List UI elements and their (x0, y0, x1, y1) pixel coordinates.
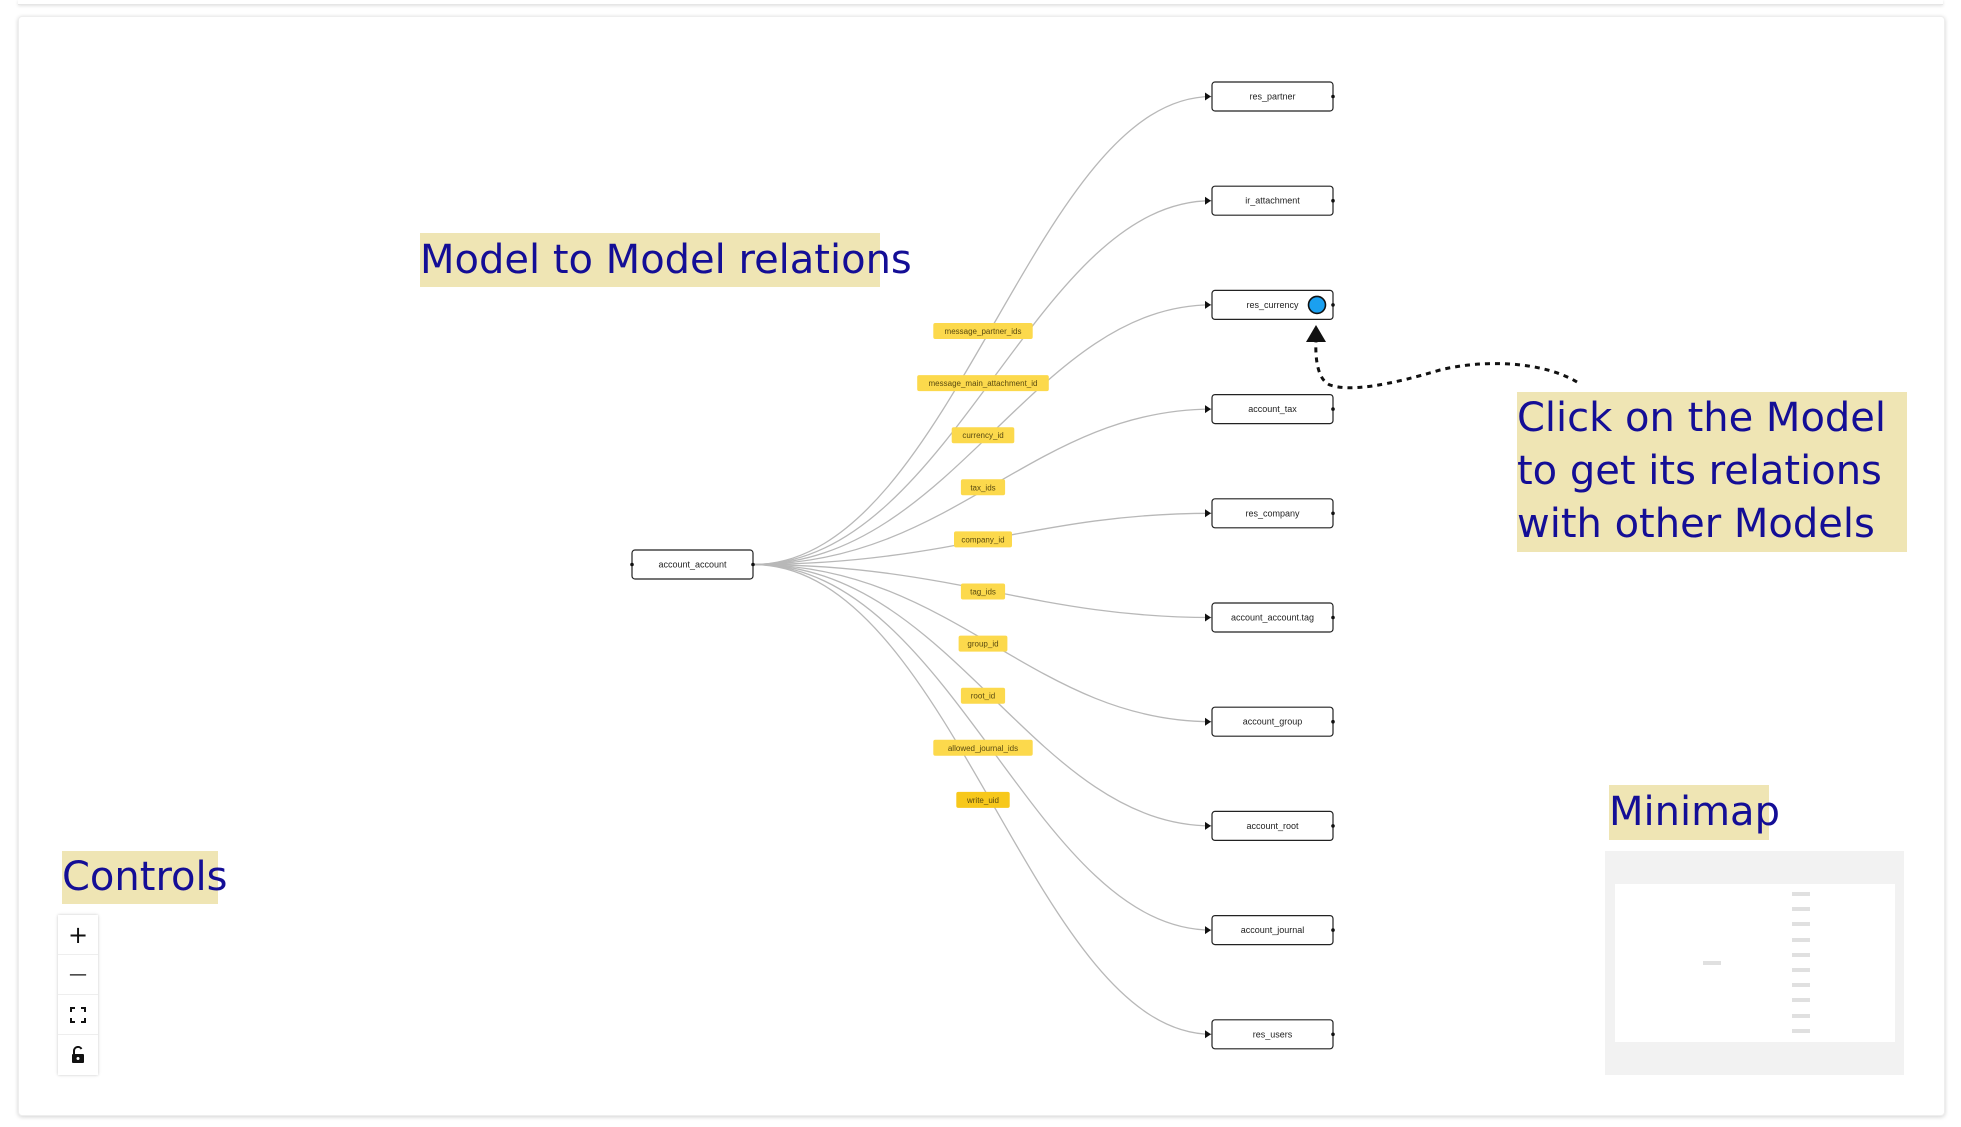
minimap-node (1792, 937, 1810, 942)
minus-icon: — (69, 964, 87, 985)
model-node-label: account_journal (1241, 925, 1305, 935)
model-node-label: res_company (1245, 508, 1300, 518)
model-node-label: ir_attachment (1245, 196, 1300, 206)
minimap-node (1792, 892, 1810, 896)
zoom-out-button[interactable]: — (58, 955, 98, 995)
annotation-controls: Controls (62, 851, 227, 904)
model-node-label: account_tax (1248, 404, 1297, 414)
model-node-label: account_root (1246, 821, 1299, 831)
model-node[interactable]: res_partner (1205, 81, 1335, 112)
edge-labels-layer: message_partner_ids message_main_attachme… (917, 323, 1049, 808)
edge-label: group_id (958, 635, 1008, 652)
minimap[interactable] (1605, 851, 1904, 1075)
model-node-label: account_group (1243, 717, 1303, 727)
controls-panel: + — (58, 915, 98, 1075)
svg-text:company_id: company_id (961, 535, 1004, 544)
minimap-node-source (1703, 961, 1721, 965)
model-node[interactable]: account_root (1205, 810, 1335, 842)
svg-text:write_uid: write_uid (966, 796, 999, 805)
minimap-node (1792, 1028, 1810, 1033)
model-node[interactable]: res_users (1205, 1019, 1335, 1050)
minimap-node (1792, 1013, 1810, 1018)
model-node-label: account_account.tag (1231, 613, 1314, 623)
minimap-node (1792, 968, 1810, 972)
edge-label: tax_ids (960, 479, 1006, 496)
svg-text:tax_ids: tax_ids (970, 483, 995, 492)
minimap-node (1792, 952, 1810, 957)
fit-view-button[interactable] (58, 995, 98, 1035)
edge-label: message_main_attachment_id (917, 375, 1049, 392)
lock-button[interactable] (58, 1035, 98, 1075)
model-node-label: res_users (1253, 1029, 1293, 1039)
zoom-in-button[interactable]: + (58, 915, 98, 955)
minimap-node (1792, 983, 1810, 988)
svg-text:message_partner_ids: message_partner_ids (945, 327, 1022, 336)
svg-text:root_id: root_id (971, 692, 995, 701)
selected-indicator-icon (1307, 295, 1327, 315)
svg-text:group_id: group_id (967, 640, 998, 649)
model-node[interactable]: account_account.tag (1205, 602, 1335, 633)
nodes-layer: account_account res_partner ir_attachmentr… (630, 81, 1335, 1050)
minimap-viewport[interactable] (1615, 884, 1895, 1042)
model-node-source[interactable]: account_account (630, 549, 755, 580)
annotation-minimap: Minimap (1609, 785, 1780, 840)
model-node[interactable]: account_group (1205, 706, 1335, 737)
minimap-node (1792, 998, 1810, 1003)
model-node[interactable]: res_company (1205, 498, 1335, 529)
minimap-node (1792, 922, 1810, 927)
edge-label: currency_id (951, 427, 1015, 444)
model-node-label: res_partner (1249, 92, 1295, 102)
hint-arrow (1306, 325, 1578, 390)
plus-icon: + (67, 920, 89, 949)
fit-view-icon (70, 1006, 86, 1023)
page-top-strip (18, 0, 1943, 5)
annotation-click-hint: Click on the Model to get its relations … (1517, 392, 1907, 552)
model-node-label: account_account (658, 560, 727, 570)
hint-arrow-head (1306, 325, 1326, 342)
svg-text:currency_id: currency_id (962, 431, 1003, 440)
annotation-model-relations: Model to Model relations (420, 233, 912, 287)
edge-label: allowed_journal_ids (933, 739, 1033, 756)
model-node[interactable]: ir_attachment (1205, 185, 1335, 216)
edge-label: root_id (960, 687, 1006, 704)
edge-label: write_uid (956, 791, 1010, 808)
model-node[interactable]: account_tax (1205, 394, 1335, 425)
model-node[interactable]: account_journal (1205, 914, 1335, 946)
lock-icon (72, 1046, 84, 1063)
edge-label: company_id (954, 531, 1012, 548)
svg-text:allowed_journal_ids: allowed_journal_ids (948, 744, 1018, 753)
model-node-label: res_currency (1246, 300, 1299, 310)
edge-label: message_partner_ids (933, 323, 1033, 339)
svg-text:tag_ids: tag_ids (970, 588, 996, 597)
minimap-node (1792, 907, 1810, 912)
model-node[interactable]: res_currency (1205, 289, 1335, 320)
edge-label: tag_ids (960, 583, 1006, 600)
svg-text:message_main_attachment_id: message_main_attachment_id (929, 379, 1038, 388)
hint-arrow-line (1314, 339, 1578, 390)
